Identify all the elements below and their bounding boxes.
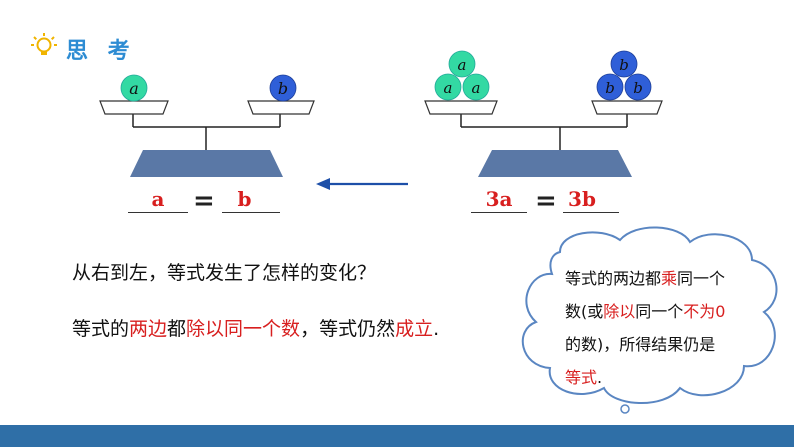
blank-line-right-3b xyxy=(563,192,619,213)
svg-text:a: a xyxy=(444,79,453,97)
thought-cloud xyxy=(521,226,778,404)
ball-a-label: a xyxy=(129,79,139,98)
svg-text:a: a xyxy=(458,56,467,74)
left-balance-scale: a b xyxy=(99,74,315,177)
ball-a xyxy=(120,74,148,102)
right-balance-scale: a a a b b b xyxy=(424,50,663,177)
svg-text:b: b xyxy=(633,79,643,97)
blank-line-right-3a xyxy=(471,192,527,213)
equation-right-3b: 3b xyxy=(568,187,596,211)
footer-bar xyxy=(0,425,794,447)
equals-sign-right: = xyxy=(535,186,557,216)
equation-right-3a: 3a xyxy=(485,187,513,211)
section-title: 思 考 xyxy=(66,39,136,64)
equals-sign-left: = xyxy=(193,186,215,216)
blank-line-left-b xyxy=(222,192,280,213)
conclusion-text: 等式的两边都除以同一个数，等式仍然成立. xyxy=(72,318,440,340)
question-text: 从右到左，等式发生了怎样的变化？ xyxy=(72,262,377,284)
ball-b-label: b xyxy=(278,79,288,98)
svg-text:a: a xyxy=(472,79,481,97)
svg-text:b: b xyxy=(619,56,629,74)
equation-left-a: a xyxy=(151,187,165,211)
lightbulb-icon xyxy=(31,33,57,55)
left-arrow-icon xyxy=(316,178,408,190)
equation-left-b: b xyxy=(237,187,252,211)
ball-b xyxy=(269,74,297,102)
svg-text:b: b xyxy=(605,79,615,97)
blank-line-left-a xyxy=(128,192,188,213)
cloud-rule-text: 等式的两边都乘同一个 数(或除以同一个不为0 的数)，所得结果仍是 等式. xyxy=(565,269,726,387)
